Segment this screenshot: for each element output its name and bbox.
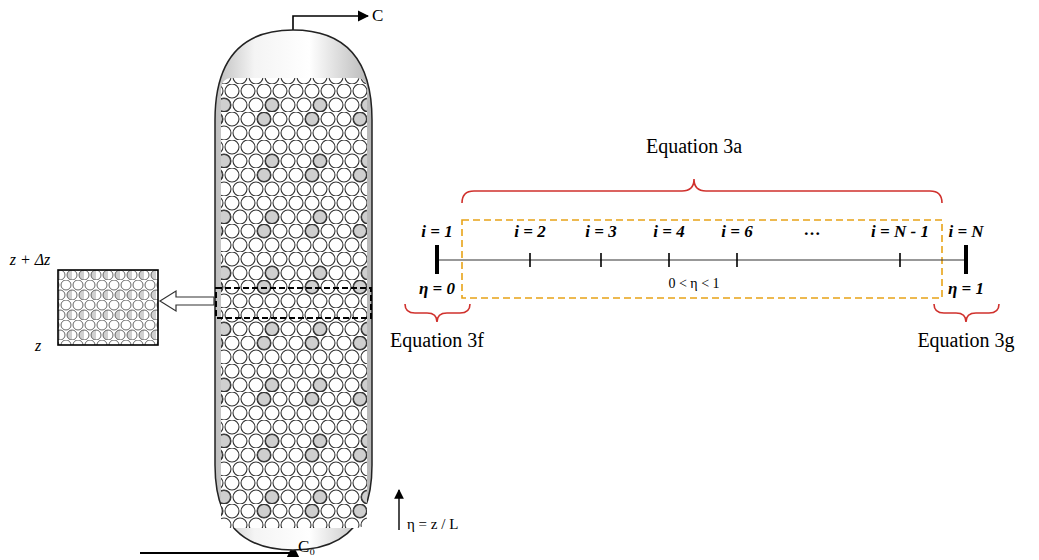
brace xyxy=(405,179,999,322)
position-label: z xyxy=(35,337,41,355)
equation-label: Equation 3f xyxy=(390,329,484,351)
node-index: i = 1 xyxy=(421,223,452,242)
stream-label: C₀ xyxy=(298,538,315,557)
zoom-arrow xyxy=(160,291,214,311)
zoom-inset xyxy=(58,270,158,345)
interior-box xyxy=(462,220,942,298)
boundary-label: η = 1 xyxy=(948,280,984,299)
axis-label: η = z / L xyxy=(407,516,458,533)
position-label: z + Δz xyxy=(10,251,51,269)
axis-arrow xyxy=(398,490,399,530)
grid xyxy=(437,220,966,298)
ellipsis: … xyxy=(804,221,821,240)
domain-label: 0 < η < 1 xyxy=(668,276,719,291)
node-index: i = 3 xyxy=(585,223,616,242)
node-index: i = 2 xyxy=(514,223,545,242)
node-index: i = N xyxy=(948,223,983,242)
boundary-label: η = 0 xyxy=(419,280,455,299)
outlet-stream xyxy=(293,16,368,31)
control-volume xyxy=(216,288,371,318)
equation-label: Equation 3g xyxy=(917,329,1014,351)
packed-bed xyxy=(221,78,367,528)
node-index: i = 4 xyxy=(653,223,684,242)
node-index: i = N - 1 xyxy=(871,223,929,242)
equation-label: Equation 3a xyxy=(646,135,742,157)
node-index: i = 6 xyxy=(721,223,752,242)
stream-label: C xyxy=(372,7,383,26)
